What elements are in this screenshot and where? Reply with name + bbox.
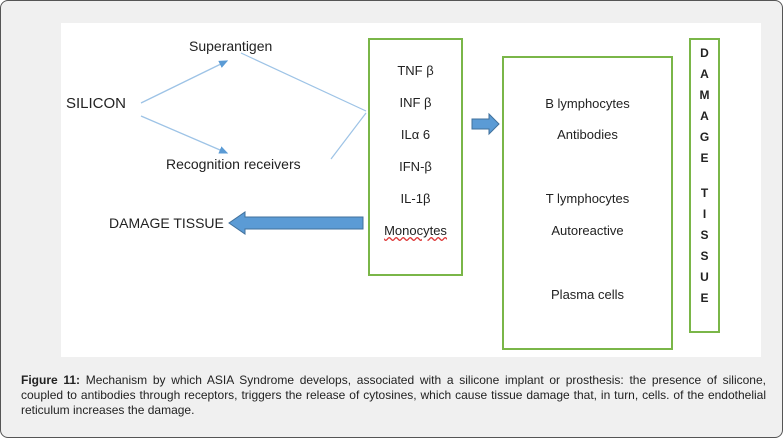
damage-tissue-label: DAMAGE TISSUE — [109, 215, 224, 231]
letter: G — [699, 130, 710, 144]
cytokine-item: IFN-β — [399, 159, 432, 174]
damage-tissue-vertical-box: D A M A G E T I S S U E — [689, 38, 720, 333]
cell-item: Plasma cells — [551, 287, 624, 302]
connectors — [140, 52, 367, 160]
letter: E — [700, 291, 709, 305]
cytokine-item: INF β — [399, 95, 432, 110]
letter: U — [700, 270, 709, 284]
right-arrow — [471, 112, 500, 136]
cytokine-item: TNF β — [397, 63, 434, 78]
arrow-silicon-superantigen — [140, 60, 229, 104]
letter: E — [700, 151, 709, 165]
line-receivers-box — [330, 112, 367, 160]
letter: M — [699, 88, 710, 102]
cell-item: Antibodies — [557, 127, 618, 142]
diagram: SILICON Superantigen Recognition receive… — [61, 23, 761, 357]
cell-item: B lymphocytes — [545, 96, 630, 111]
receivers-label: Recognition receivers — [166, 156, 301, 172]
block-arrows — [228, 112, 500, 235]
letter: T — [700, 186, 709, 200]
cytokine-item: Monocytes — [384, 223, 447, 238]
left-arrow — [228, 211, 364, 235]
cell-item: Autoreactive — [551, 223, 624, 238]
cytokine-item: IL-1β — [400, 191, 431, 206]
caption-text: Mechanism by which ASIA Syndrome develop… — [21, 373, 766, 417]
letter: I — [702, 207, 707, 221]
letter: A — [700, 67, 709, 81]
silicon-label: SILICON — [66, 95, 127, 112]
letter: S — [700, 249, 709, 263]
caption-label: Figure 11: — [21, 373, 81, 387]
arrow-silicon-receivers — [140, 115, 229, 154]
letter: D — [700, 46, 709, 60]
letter: A — [700, 109, 709, 123]
cytokine-item: ILα 6 — [400, 127, 431, 142]
superantigen-label: Superantigen — [189, 38, 273, 54]
cells-box: B lymphocytes Antibodies T lymphocytes A… — [502, 56, 673, 350]
cell-item: T lymphocytes — [545, 191, 630, 206]
letter: S — [700, 228, 709, 242]
line-superantigen-box — [240, 52, 367, 112]
cytokine-box: TNF β INF β ILα 6 IFN-β IL-1β Monocytes — [368, 38, 463, 276]
figure-caption: Figure 11: Mechanism by which ASIA Syndr… — [21, 373, 766, 418]
